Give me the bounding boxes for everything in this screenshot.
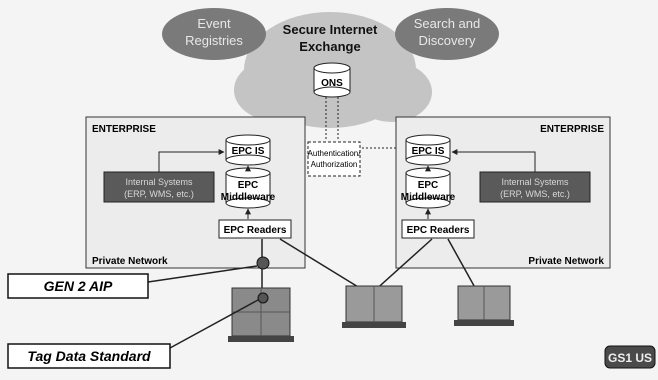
right-internal-to-epcis-arrow bbox=[451, 149, 536, 172]
right-middleware-label-2: Middleware bbox=[401, 192, 456, 203]
right-internal-systems-label-1: Internal Systems bbox=[501, 177, 569, 187]
secure-internet-label-2: Exchange bbox=[299, 39, 360, 54]
right-middleware-database-icon bbox=[405, 167, 451, 209]
left-readers-label: EPC Readers bbox=[224, 225, 287, 236]
left-epcis-label: EPC IS bbox=[232, 146, 265, 157]
event-registries-bubble bbox=[162, 8, 266, 60]
left-epcis-database-icon bbox=[225, 134, 271, 166]
gen2-node-icon bbox=[256, 256, 270, 270]
right-private-network-label: Private Network bbox=[528, 256, 604, 267]
left-middleware-label-1: EPC bbox=[238, 180, 259, 191]
tag-data-callout-label: Tag Data Standard bbox=[27, 348, 151, 364]
tag-data-pointer bbox=[169, 299, 259, 349]
right-enterprise-title: ENTERPRISE bbox=[540, 124, 604, 135]
right-pallet-icon bbox=[454, 285, 514, 326]
search-discovery-label-1: Search and bbox=[414, 16, 481, 31]
right-readers-label: EPC Readers bbox=[407, 225, 470, 236]
cloud-lobe-shape bbox=[352, 62, 432, 122]
auth-label-2: Authorization bbox=[311, 160, 358, 169]
search-discovery-label-2: Discovery bbox=[418, 33, 476, 48]
gen2-callout-box bbox=[7, 273, 149, 299]
right-middleware-label-1: EPC bbox=[418, 180, 439, 191]
cloud-lobe-shape bbox=[234, 60, 310, 120]
right-internal-systems-box bbox=[479, 171, 591, 203]
secure-internet-label-1: Secure Internet bbox=[283, 22, 378, 37]
right-epcis-database-icon bbox=[405, 134, 451, 166]
right-internal-systems-label-2: (ERP, WMS, etc.) bbox=[500, 189, 570, 199]
left-internal-systems-box bbox=[103, 171, 215, 203]
ons-label: ONS bbox=[321, 78, 343, 89]
tag-data-callout-box bbox=[7, 343, 171, 369]
right-reader-line-to-center-pallet bbox=[371, 238, 433, 294]
left-internal-systems-label-2: (ERP, WMS, etc.) bbox=[124, 189, 194, 199]
gen2-pointer bbox=[147, 265, 258, 283]
right-reader-line-to-right-pallet bbox=[447, 238, 479, 294]
left-enterprise-title: ENTERPRISE bbox=[92, 124, 156, 135]
right-epcis-label: EPC IS bbox=[412, 146, 445, 157]
center-pallet-icon bbox=[342, 285, 406, 328]
event-registries-label-2: Registries bbox=[185, 33, 243, 48]
gen2-callout-label: GEN 2 AIP bbox=[44, 278, 113, 294]
auth-label-1: Authentication/ bbox=[308, 149, 362, 158]
tag-node-icon bbox=[257, 292, 269, 304]
left-readers-box bbox=[218, 219, 292, 239]
ons-database-icon bbox=[313, 62, 351, 98]
left-private-network-label: Private Network bbox=[92, 256, 168, 267]
auth-box bbox=[307, 141, 361, 177]
left-middleware-database-icon bbox=[225, 167, 271, 209]
right-readers-box bbox=[401, 219, 475, 239]
left-internal-systems-label-1: Internal Systems bbox=[125, 177, 193, 187]
left-middleware-label-2: Middleware bbox=[221, 192, 276, 203]
gs1-badge bbox=[604, 345, 656, 369]
left-reader-line-to-center-pallet bbox=[279, 238, 369, 294]
event-registries-label-1: Event bbox=[197, 16, 231, 31]
search-discovery-bubble bbox=[395, 8, 499, 60]
gs1-badge-label: GS1 US bbox=[608, 351, 652, 365]
left-internal-to-epcis-arrow bbox=[158, 149, 225, 172]
